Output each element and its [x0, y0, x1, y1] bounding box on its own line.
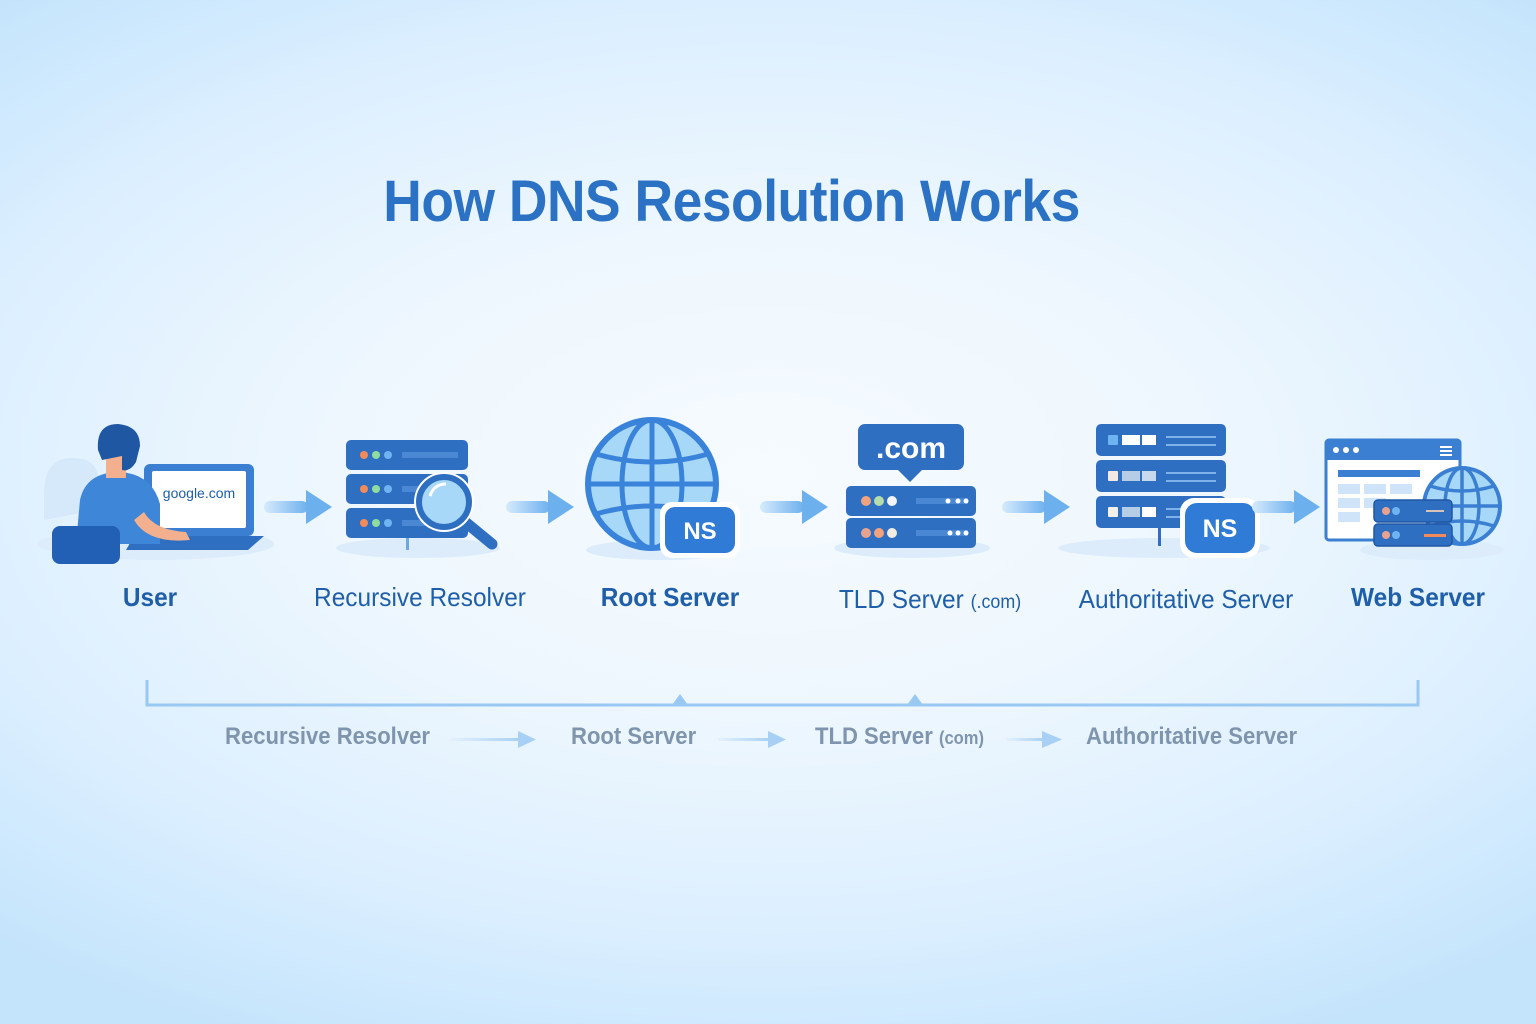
svg-text:NS: NS	[683, 518, 716, 545]
label-main: TLD Server	[838, 584, 964, 614]
laptop-screen-text: google.com	[163, 485, 235, 501]
ns-badge: NS	[660, 502, 740, 558]
timeline-arrow-1-icon	[450, 731, 536, 748]
svg-text:.com: .com	[876, 432, 946, 465]
flow-arrow-1-icon	[264, 490, 332, 524]
timeline-marker-1	[672, 694, 688, 705]
timeline-item: Root Server	[571, 723, 697, 750]
step-label: Root Server	[600, 582, 740, 612]
timeline-item-suffix: (com)	[938, 728, 985, 748]
flow-arrow-3-icon	[760, 490, 828, 524]
step-recursive-resolver: Recursive Resolver	[314, 438, 526, 612]
step-user: google.com User	[36, 420, 286, 612]
step-tld-server: .com TLD Server (.com)	[830, 422, 1021, 614]
step-label: TLD Server (.com)	[839, 584, 1021, 615]
timeline-item: Recursive Resolver	[225, 723, 430, 750]
step-root-server: NS Root Server	[580, 417, 750, 612]
timeline-item: TLD Server (com)	[815, 723, 984, 751]
timeline-arrow-2-icon	[718, 731, 786, 748]
label-suffix: (.com)	[970, 592, 1022, 613]
step-label: User	[122, 582, 178, 612]
flow-arrow-5-icon	[1252, 490, 1320, 524]
server-stack-icon: .com	[834, 424, 990, 558]
step-authoritative-server: NS Authoritative Server	[1054, 422, 1293, 614]
step-label: Web Server	[1350, 582, 1486, 612]
globe-icon: NS	[585, 417, 740, 560]
step-web-server: Web Server	[1322, 438, 1512, 612]
user-at-laptop-icon: google.com	[38, 424, 274, 564]
ns-badge: NS	[1180, 498, 1260, 558]
flow-arrow-2-icon	[506, 490, 574, 524]
timeline-marker-2	[907, 694, 923, 705]
timeline-item: Authoritative Server	[1086, 723, 1298, 750]
server-rack-icon: NS	[1058, 424, 1270, 558]
step-label: Authoritative Server	[1078, 584, 1294, 614]
browser-globe-server-icon	[1324, 438, 1504, 560]
flow-arrow-4-icon	[1002, 490, 1070, 524]
timeline-item-main: TLD Server	[815, 723, 933, 750]
title-text: How DNS Resolution Works	[383, 169, 1081, 234]
com-speech-bubble: .com	[858, 424, 964, 482]
server-magnifier-icon	[336, 440, 500, 558]
step-label: Recursive Resolver	[314, 582, 526, 612]
svg-text:NS: NS	[1203, 515, 1238, 543]
timeline-arrow-3-icon	[1006, 731, 1062, 748]
page-title: How DNS Resolution Works	[0, 168, 1536, 235]
